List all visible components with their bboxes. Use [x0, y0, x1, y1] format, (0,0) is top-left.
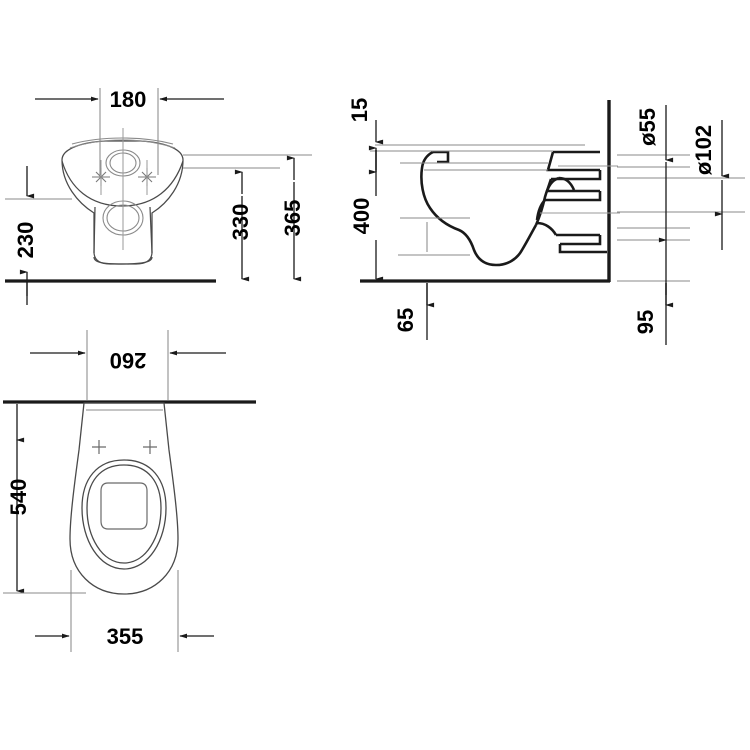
front-view-centre-lines [100, 128, 148, 250]
dimension-95: 95 [633, 283, 674, 345]
plan-view: 260 540 355 [3, 330, 256, 652]
dimension-180-extension-lines [99, 88, 159, 175]
dimension-180: 180 [35, 87, 224, 112]
dimension-330-label: 330 [228, 204, 253, 241]
dimension-540-label: 540 [6, 479, 31, 516]
dimension-355-label: 355 [107, 624, 144, 649]
dimension-365-label: 365 [280, 200, 305, 237]
dimension-330: 330 [183, 167, 280, 282]
section-view-centre-lines [540, 165, 620, 214]
front-view-rim [69, 137, 176, 149]
plan-view-fixing-marks [92, 440, 157, 454]
dimension-65: 65 [393, 217, 470, 340]
dimension-540: 540 [3, 404, 86, 594]
plan-view-outer-outline [69, 402, 179, 595]
dimension-o102-label: ø102 [691, 125, 716, 175]
dimension-260: 260 [30, 348, 226, 373]
dimension-260-label: 260 [110, 348, 147, 373]
dimension-95-label: 95 [633, 310, 658, 334]
plan-view-flush-opening [100, 482, 148, 530]
dimension-400-label: 400 [349, 198, 374, 235]
dimension-365: 365 [183, 154, 312, 282]
dimension-15-label: 15 [347, 98, 372, 122]
section-view-bowl-profile [420, 150, 560, 267]
dimension-180-label: 180 [110, 87, 147, 112]
section-view-seat-lines [370, 144, 585, 171]
dimension-o55: ø55 [635, 105, 674, 295]
dimension-65-label: 65 [393, 308, 418, 332]
dimension-355-extension-lines [70, 570, 179, 652]
dimension-355: 355 [35, 624, 214, 649]
dimension-230: 230 [5, 166, 72, 305]
side-section-view: 15 400 65 [347, 98, 745, 345]
dimension-260-extension-lines [86, 330, 169, 400]
plan-view-bowl-opening [81, 459, 167, 570]
front-elevation-view: 180 230 330 [5, 87, 312, 305]
dimension-230-label: 230 [13, 222, 38, 259]
dimension-400: 400 [349, 150, 384, 282]
dimension-15: 15 [347, 98, 384, 170]
dimension-o55-label: ø55 [635, 108, 660, 146]
dimension-o102: ø102 [691, 120, 730, 250]
